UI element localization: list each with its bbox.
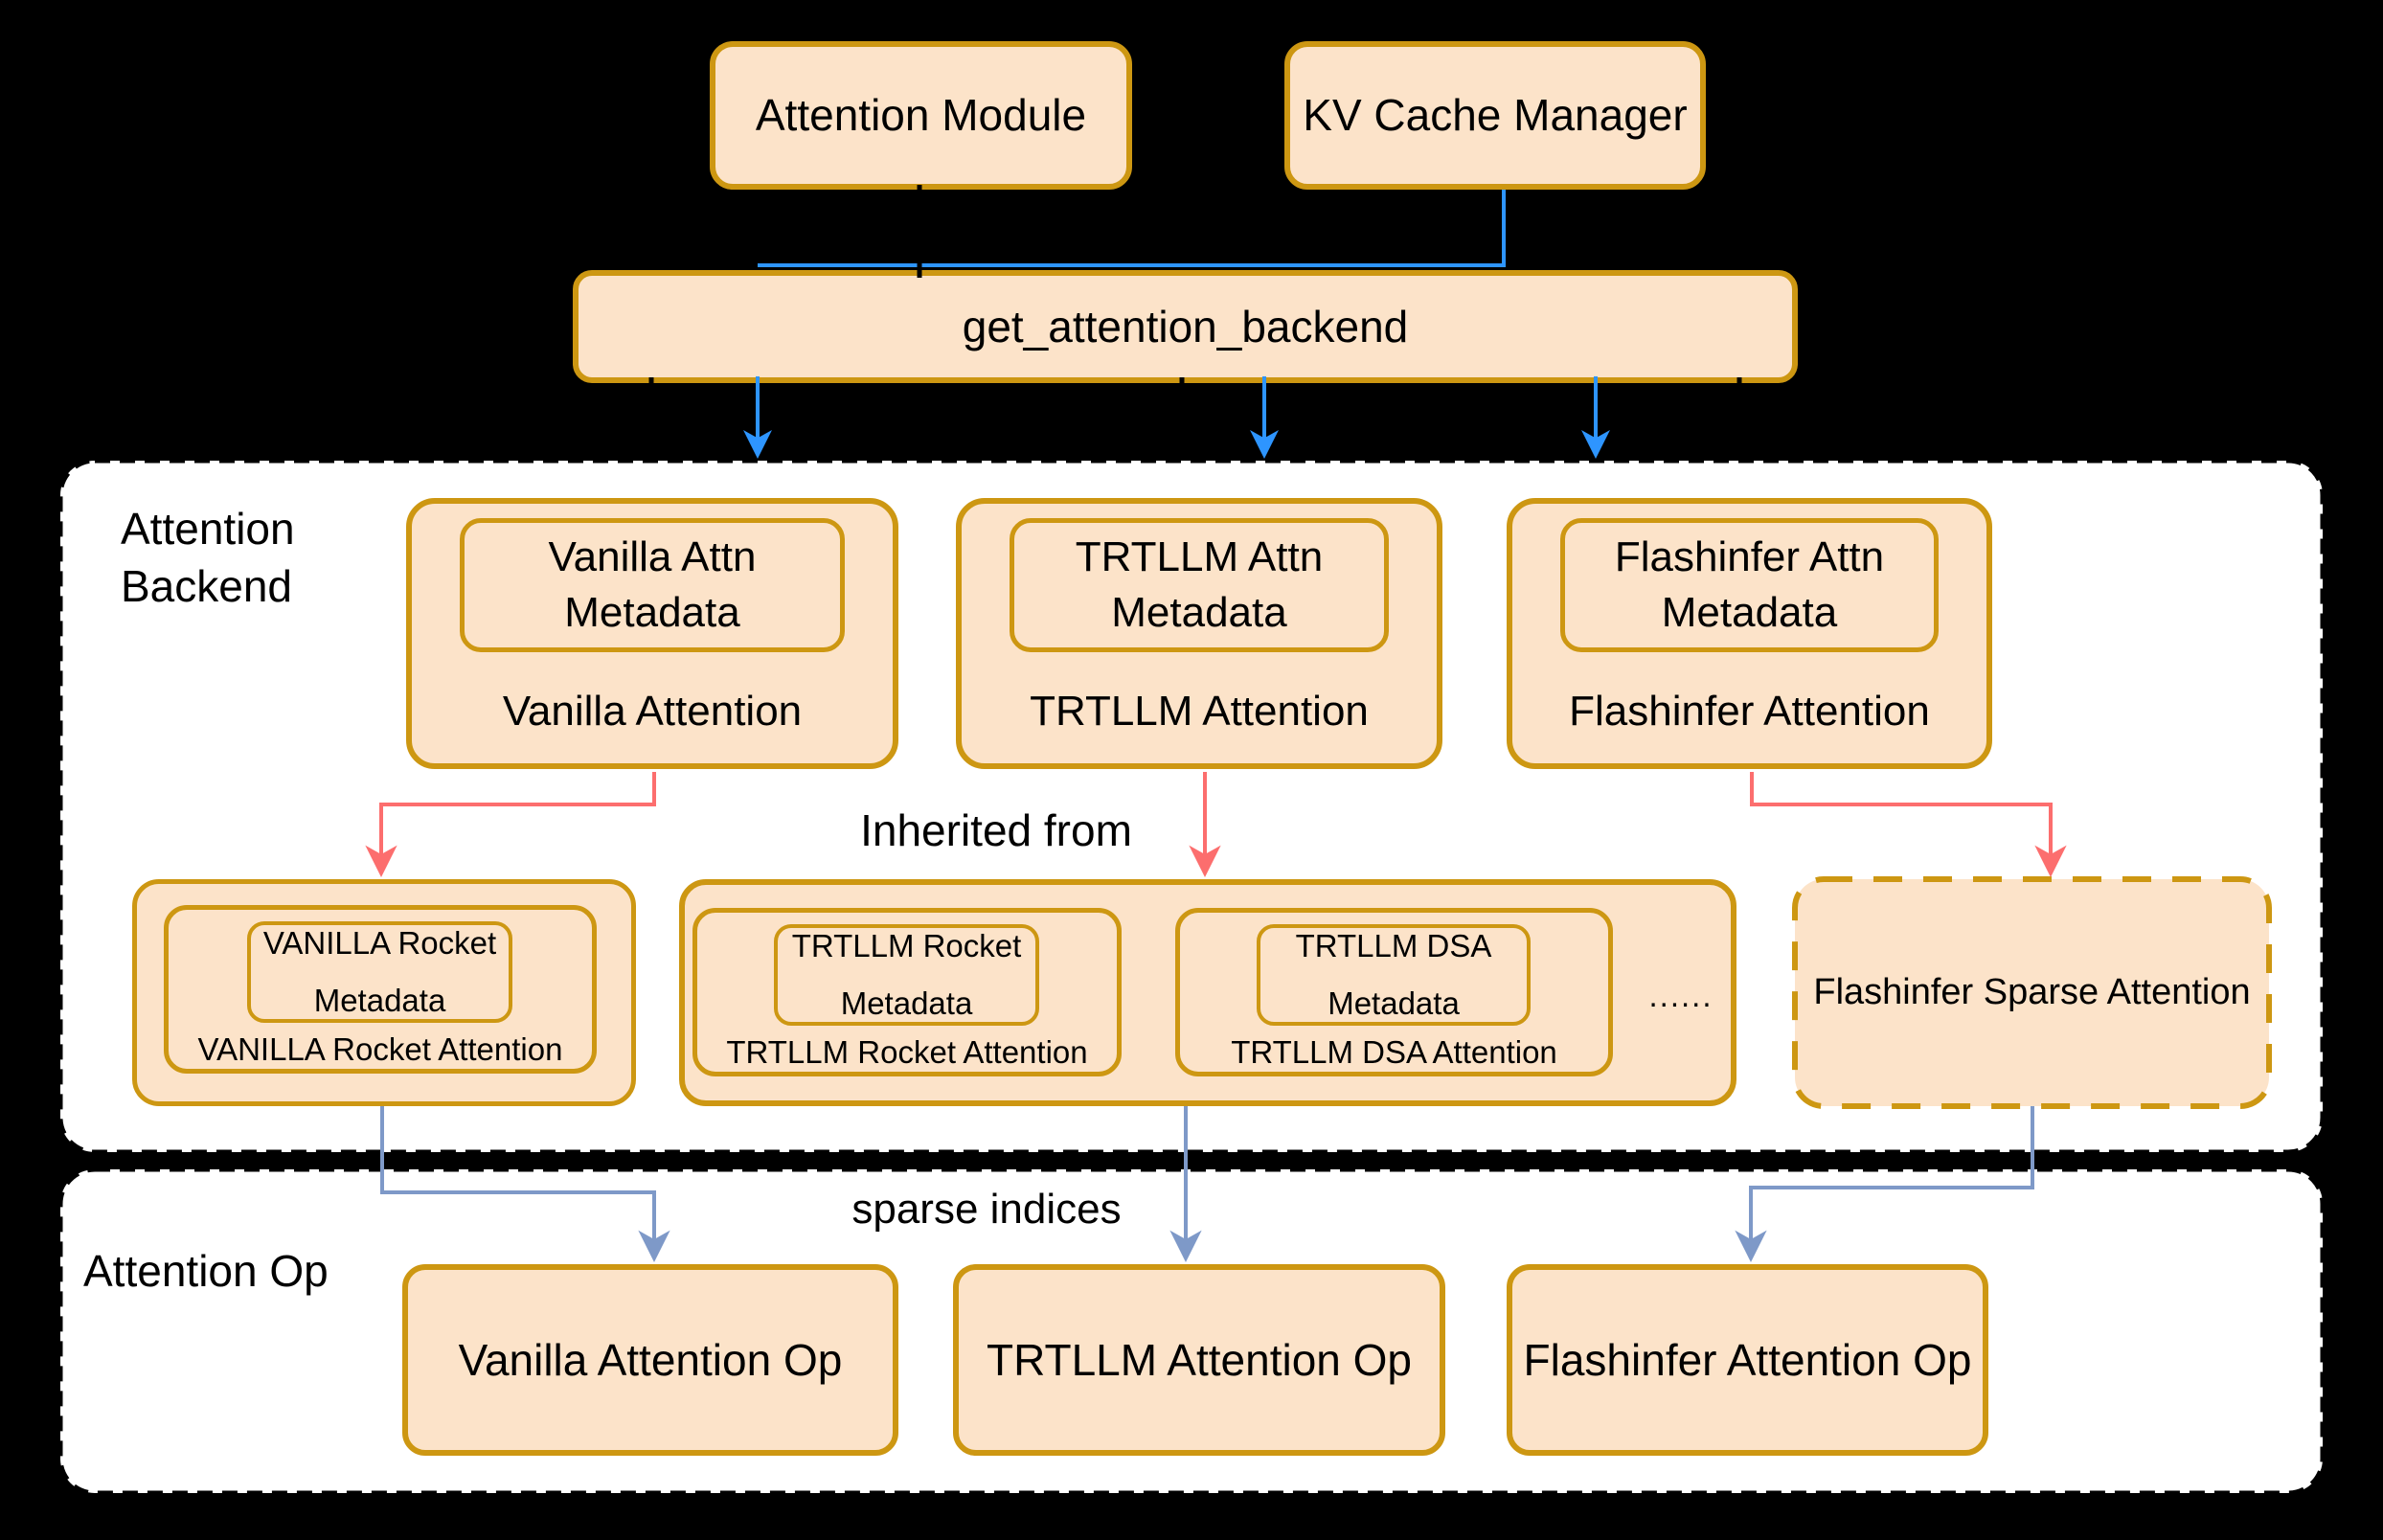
trtllm-attention-op-label: TRTLLM Attention Op <box>986 1334 1413 1385</box>
op-arrow-vanilla <box>380 1106 670 1262</box>
vanilla-attn-metadata-box: Vanilla Attn Metadata <box>460 518 845 652</box>
vanilla-attention-box: Vanilla Attn Metadata Vanilla Attention <box>406 498 898 769</box>
op-panel-title: Attention Op <box>83 1246 329 1296</box>
vanilla-attention-op-box: Vanilla Attention Op <box>402 1264 898 1456</box>
trtllm-rocket-metadata-box: TRTLLM Rocket Metadata <box>774 924 1039 1026</box>
trtllm-dsa-metadata-box: TRTLLM DSA Metadata <box>1257 924 1531 1026</box>
flashinfer-attention-op-label: Flashinfer Attention Op <box>1523 1334 1972 1385</box>
flashinfer-attention-op-box: Flashinfer Attention Op <box>1507 1264 1988 1456</box>
trtllm-derived-group-box: TRTLLM Rocket Metadata TRTLLM Rocket Att… <box>679 879 1736 1106</box>
vanilla-attention-op-label: Vanilla Attention Op <box>458 1334 843 1385</box>
vanilla-attention-label: Vanilla Attention <box>502 688 803 735</box>
backend-panel-title: Attention Backend <box>121 504 295 611</box>
inherit-arrow-flashinfer <box>1750 772 2067 877</box>
attention-module-box: Attention Module <box>710 41 1132 190</box>
flashinfer-attn-metadata-box: Flashinfer Attn Metadata <box>1560 518 1939 652</box>
flashinfer-attention-label: Flashinfer Attention <box>1569 688 1930 735</box>
get-attention-backend-box: get_attention_backend <box>573 270 1798 383</box>
kv-to-backend-edge <box>758 190 1506 267</box>
kv-cache-manager-label: KV Cache Manager <box>1303 90 1688 141</box>
flashinfer-attention-box: Flashinfer Attn Metadata Flashinfer Atte… <box>1507 498 1992 769</box>
trtllm-rocket-attention-box: TRTLLM Rocket Metadata TRTLLM Rocket Att… <box>692 908 1122 1076</box>
vanilla-rocket-outer-box: VANILLA Rocket Metadata VANILLA Rocket A… <box>132 879 636 1106</box>
trtllm-attention-op-box: TRTLLM Attention Op <box>953 1264 1445 1456</box>
trtllm-dsa-attention-box: TRTLLM DSA Metadata TRTLLM DSA Attention <box>1175 908 1613 1076</box>
kv-cache-manager-box: KV Cache Manager <box>1284 41 1706 190</box>
trtllm-attn-metadata-box: TRTLLM Attn Metadata <box>1010 518 1389 652</box>
trtllm-attention-box: TRTLLM Attn Metadata TRTLLM Attention <box>956 498 1442 769</box>
op-arrow-flashinfer <box>1735 1106 2034 1262</box>
vanilla-rocket-attention-label: VANILLA Rocket Attention <box>197 1031 563 1067</box>
trtllm-rocket-attention-label: TRTLLM Rocket Attention <box>726 1034 1088 1070</box>
ellipsis-label: ...... <box>1648 978 1713 1013</box>
get-attention-backend-label: get_attention_backend <box>962 301 1409 351</box>
vanilla-rocket-attention-box: VANILLA Rocket Metadata VANILLA Rocket A… <box>164 905 597 1074</box>
inherited-from-label: Inherited from <box>860 805 1132 855</box>
flashinfer-sparse-attention-label-wrap: Flashinfer Sparse Attention <box>1795 879 2269 1106</box>
flashinfer-sparse-attention-label: Flashinfer Sparse Attention <box>1813 972 2251 1012</box>
trtllm-attention-label: TRTLLM Attention <box>1030 688 1369 735</box>
attention-module-label: Attention Module <box>755 90 1087 141</box>
vanilla-rocket-metadata-box: VANILLA Rocket Metadata <box>247 921 512 1023</box>
trtllm-dsa-attention-label: TRTLLM DSA Attention <box>1231 1034 1557 1070</box>
sparse-indices-label: sparse indices <box>851 1186 1122 1233</box>
inherit-arrow-vanilla <box>365 772 656 877</box>
